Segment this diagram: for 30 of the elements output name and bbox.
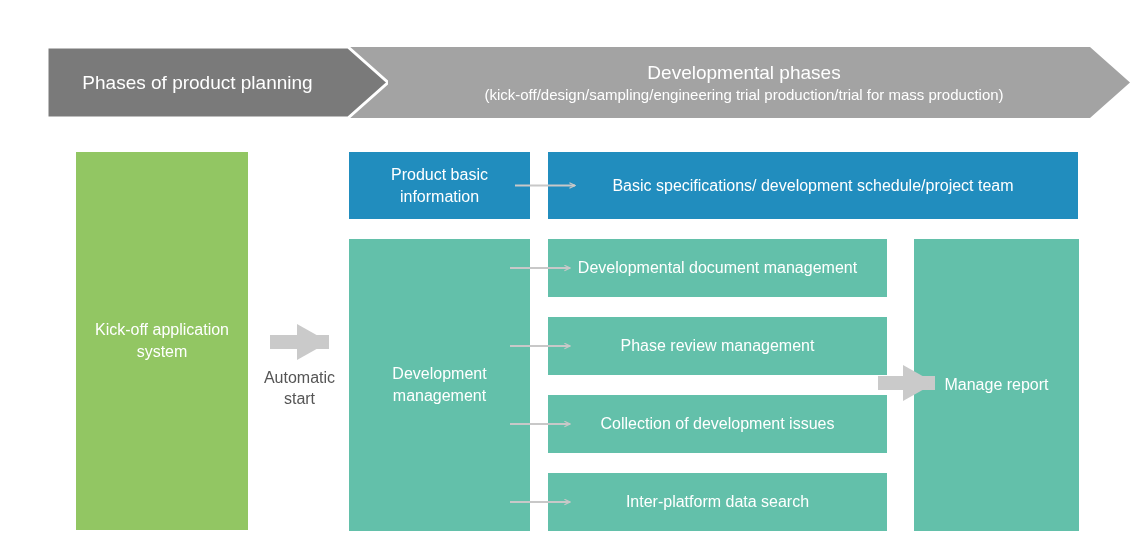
node-label: Phase review management bbox=[620, 336, 815, 357]
arrow bbox=[510, 342, 571, 350]
system-box bbox=[76, 152, 248, 530]
module-box bbox=[548, 473, 887, 531]
info-box bbox=[548, 152, 1078, 219]
arrow bbox=[515, 182, 576, 189]
module-box bbox=[914, 239, 1079, 531]
node-label: Phases of product planning bbox=[82, 70, 313, 95]
module-box bbox=[548, 317, 887, 375]
arrow bbox=[510, 420, 571, 428]
node-label: Development management bbox=[391, 364, 488, 406]
module-box bbox=[548, 395, 887, 453]
module-box bbox=[349, 239, 530, 531]
arrow bbox=[270, 326, 329, 358]
node-label: Developmental document management bbox=[577, 258, 858, 279]
node-label: Inter-platform data search bbox=[625, 492, 810, 513]
node-label: Collection of development issues bbox=[600, 414, 835, 435]
phase-banner bbox=[388, 47, 1130, 118]
node-label: Developmental phases bbox=[647, 60, 841, 85]
arrow bbox=[878, 367, 935, 399]
node-sublabel: (kick-off/design/sampling/engineering trial production/trial for mass production) bbox=[484, 85, 1004, 106]
phase-banner bbox=[47, 47, 388, 118]
node-label: Basic specifications/ development schedule/project team bbox=[612, 175, 1014, 196]
node-label: Kick-off application system bbox=[94, 320, 230, 362]
module-box bbox=[548, 239, 887, 297]
info-box bbox=[349, 152, 530, 219]
arrow bbox=[510, 264, 571, 272]
arrow bbox=[510, 498, 571, 506]
node-label: Manage report bbox=[944, 375, 1049, 396]
node-label: Product basic information bbox=[390, 164, 489, 207]
